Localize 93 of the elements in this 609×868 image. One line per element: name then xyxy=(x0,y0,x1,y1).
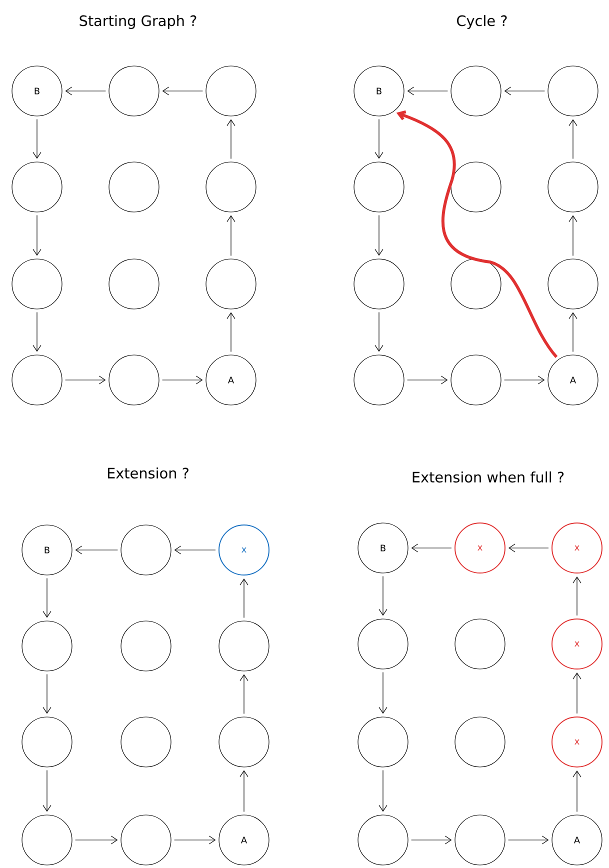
arrow xyxy=(378,672,388,714)
arrow xyxy=(42,770,52,812)
arrow xyxy=(162,86,203,96)
circle-node xyxy=(206,258,256,310)
arrow xyxy=(32,215,42,256)
circle-node xyxy=(450,258,502,310)
circle-node xyxy=(454,716,506,768)
circle-node xyxy=(120,814,172,866)
arrow xyxy=(174,546,216,554)
circle-node: B xyxy=(354,66,404,116)
arrow xyxy=(374,312,384,352)
circle-node: B xyxy=(22,524,72,576)
arrow xyxy=(42,674,52,714)
arrow xyxy=(226,312,236,352)
circle-node xyxy=(450,66,502,116)
arrow xyxy=(42,578,52,618)
circle-node xyxy=(206,66,256,116)
arrow xyxy=(504,86,545,96)
arrow xyxy=(374,215,384,256)
arrow xyxy=(378,770,388,812)
arrow xyxy=(572,770,582,812)
circle-node: A xyxy=(206,354,256,406)
circle-node: x xyxy=(454,522,506,574)
circle-node xyxy=(12,354,62,406)
panel-title: Extension when full ? xyxy=(412,471,564,483)
circle-node xyxy=(450,354,502,406)
circle-node xyxy=(108,258,160,310)
arrow xyxy=(75,546,118,554)
circle-node xyxy=(218,620,270,672)
circle-node: x xyxy=(552,522,602,574)
circle-node xyxy=(358,716,408,768)
circle-node xyxy=(454,618,506,670)
arrow xyxy=(411,836,452,844)
arrow xyxy=(240,578,248,618)
circle-node xyxy=(120,620,172,672)
arrow xyxy=(568,119,578,160)
arrow xyxy=(508,836,549,844)
arrow xyxy=(240,770,248,812)
circle-node xyxy=(22,620,72,672)
circle-node xyxy=(206,162,256,212)
arrow xyxy=(162,376,203,384)
circle-node: A xyxy=(552,814,602,866)
arrow xyxy=(568,312,578,352)
circle-node xyxy=(548,162,598,212)
arrow xyxy=(240,674,248,714)
circle-node: B xyxy=(12,66,62,116)
circle-node: A xyxy=(548,354,598,406)
circle-node xyxy=(108,162,160,212)
circle-node: x xyxy=(218,524,270,576)
circle-node xyxy=(450,162,502,212)
arrow xyxy=(226,119,236,160)
circle-node xyxy=(358,814,408,866)
circle-node xyxy=(354,258,404,310)
panel-title: Cycle ? xyxy=(457,15,507,29)
arrow xyxy=(411,544,452,552)
circle-node xyxy=(218,716,270,768)
arrow xyxy=(568,215,578,256)
circle-node xyxy=(22,814,72,866)
arrow xyxy=(65,376,106,384)
arrow xyxy=(32,119,42,159)
arrow xyxy=(174,836,216,844)
arrow xyxy=(32,312,42,352)
arrow xyxy=(396,110,558,358)
arrow xyxy=(504,376,545,384)
circle-node xyxy=(454,814,506,866)
circle-node: x xyxy=(552,716,602,768)
circle-node xyxy=(120,524,172,576)
circle-node xyxy=(22,716,72,768)
circle-node xyxy=(548,258,598,310)
circle-node xyxy=(358,618,408,670)
arrow xyxy=(407,376,448,384)
arrow xyxy=(226,215,236,256)
circle-node: x xyxy=(552,618,602,670)
arrow xyxy=(75,836,118,844)
panel-title: Starting Graph ? xyxy=(80,15,196,29)
circle-node xyxy=(120,716,172,768)
circle-node xyxy=(354,162,404,212)
arrow xyxy=(508,544,549,552)
circle-node xyxy=(108,354,160,406)
arrow xyxy=(572,576,582,616)
circle-node xyxy=(108,66,160,116)
arrow xyxy=(407,86,448,96)
arrow xyxy=(65,86,106,96)
arrow xyxy=(378,576,388,616)
circle-node: B xyxy=(358,522,408,574)
panel-title: Extension ? xyxy=(108,467,188,479)
arrow xyxy=(572,672,582,714)
circle-node xyxy=(12,162,62,212)
arrow xyxy=(374,119,384,159)
circle-node xyxy=(354,354,404,406)
circle-node xyxy=(548,66,598,116)
circle-node: A xyxy=(218,814,270,866)
circle-node xyxy=(12,258,62,310)
